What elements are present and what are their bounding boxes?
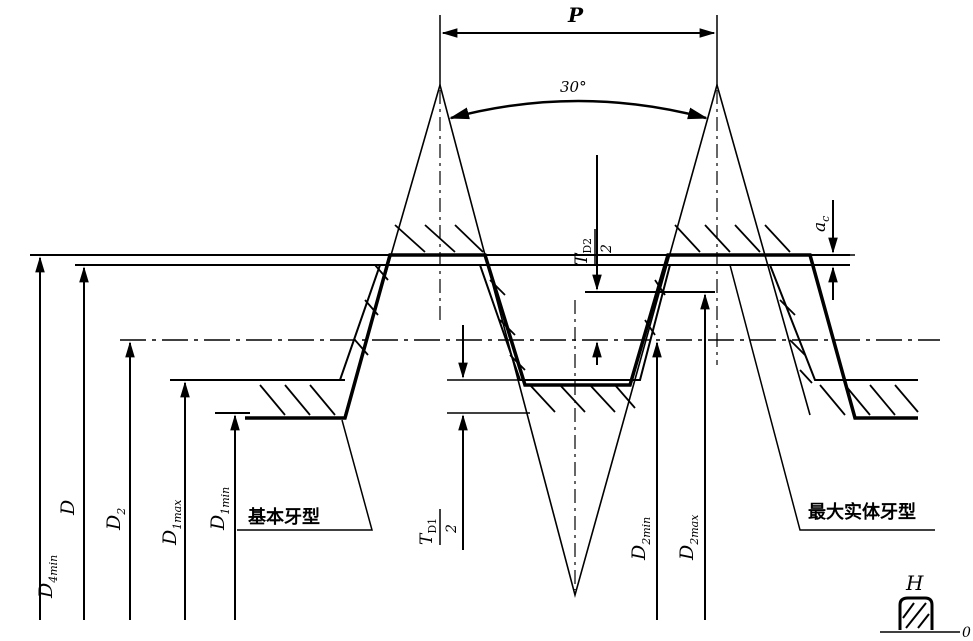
angle-label: 30° — [560, 78, 587, 96]
svg-text:TD1: TD1 — [417, 518, 439, 545]
hatch-e1 — [819, 384, 846, 416]
hatch-l2 — [284, 384, 311, 416]
h-label: H — [905, 571, 924, 595]
hatch-h4 — [764, 224, 791, 253]
hatch-b2 — [559, 384, 586, 413]
hatch-c3 — [454, 224, 484, 253]
hatch-b4 — [614, 384, 636, 409]
svg-text:D1max: D1max — [159, 499, 184, 546]
hatch-e4 — [894, 384, 919, 413]
svg-text:2: 2 — [599, 244, 615, 254]
basic-profile-leader — [237, 419, 373, 531]
pitch-label: P — [567, 3, 584, 27]
hatch-f2 — [364, 299, 379, 316]
angle-arc — [449, 99, 708, 120]
svg-text:D2max: D2max — [676, 514, 701, 561]
label-d4min: D4min — [35, 555, 60, 599]
max-material-profile — [260, 264, 918, 381]
callout-leaders — [237, 264, 935, 531]
hatch-e2 — [844, 384, 871, 416]
svg-text:TD2: TD2 — [572, 238, 594, 265]
hatch-g1 — [644, 319, 656, 336]
hatch-r3 — [509, 354, 526, 371]
hatch-e3 — [869, 384, 896, 416]
legend-hatch-icon — [880, 596, 960, 633]
pitch-dimension — [439, 15, 718, 88]
center-lines — [439, 90, 718, 590]
basic-profile-left — [245, 253, 918, 420]
hatch-s2 — [789, 339, 806, 356]
svg-text:D1min: D1min — [207, 487, 232, 531]
zero-label: 0 — [962, 625, 971, 641]
label-td1-fraction: TD1 2 — [417, 509, 460, 545]
max-material-line — [260, 264, 918, 381]
svg-text:ac: ac — [810, 216, 832, 232]
label-d2min: D2min — [628, 517, 653, 561]
hatching — [259, 224, 919, 416]
hatch-l3 — [309, 384, 336, 416]
label-d1min: D1min — [207, 487, 232, 531]
hatch-s1 — [779, 299, 796, 316]
hatch-s3 — [799, 369, 813, 384]
max-material-leader — [729, 264, 935, 531]
hatch-g2 — [654, 279, 666, 296]
dimension-verticals — [35, 155, 838, 620]
hatch-r1 — [489, 279, 506, 296]
hatch-h2 — [704, 224, 731, 253]
fundamental-triangle — [344, 81, 811, 599]
basic-profile-callout: 基本牙型 — [247, 506, 320, 528]
hatch-r2 — [499, 319, 516, 336]
label-ac: ac — [810, 216, 832, 232]
triangle-left-flanks — [344, 81, 811, 599]
hatch-h3 — [734, 224, 761, 253]
label-d2: D2 — [103, 508, 128, 531]
svg-text:D2min: D2min — [628, 517, 653, 561]
label-d1max: D1max — [159, 499, 184, 546]
svg-text:D4min: D4min — [35, 555, 60, 599]
hatch-f3 — [374, 264, 389, 281]
label-td2-fraction: TD2 2 — [572, 229, 615, 265]
label-d: D — [57, 500, 79, 516]
basic-profile — [245, 253, 918, 420]
hatch-l1 — [259, 384, 286, 416]
hatch-f1 — [354, 339, 369, 356]
svg-text:D: D — [57, 500, 79, 516]
hatch-b3 — [589, 384, 616, 413]
hatch-b1 — [529, 384, 556, 413]
hatch-c2 — [424, 224, 456, 253]
svg-text:D2: D2 — [103, 508, 128, 531]
svg-text:2: 2 — [444, 524, 460, 534]
hatch-c1 — [394, 224, 426, 253]
hatch-h1 — [674, 224, 701, 253]
label-d2max: D2max — [676, 514, 701, 561]
max-material-callout: 最大实体牙型 — [808, 501, 916, 523]
